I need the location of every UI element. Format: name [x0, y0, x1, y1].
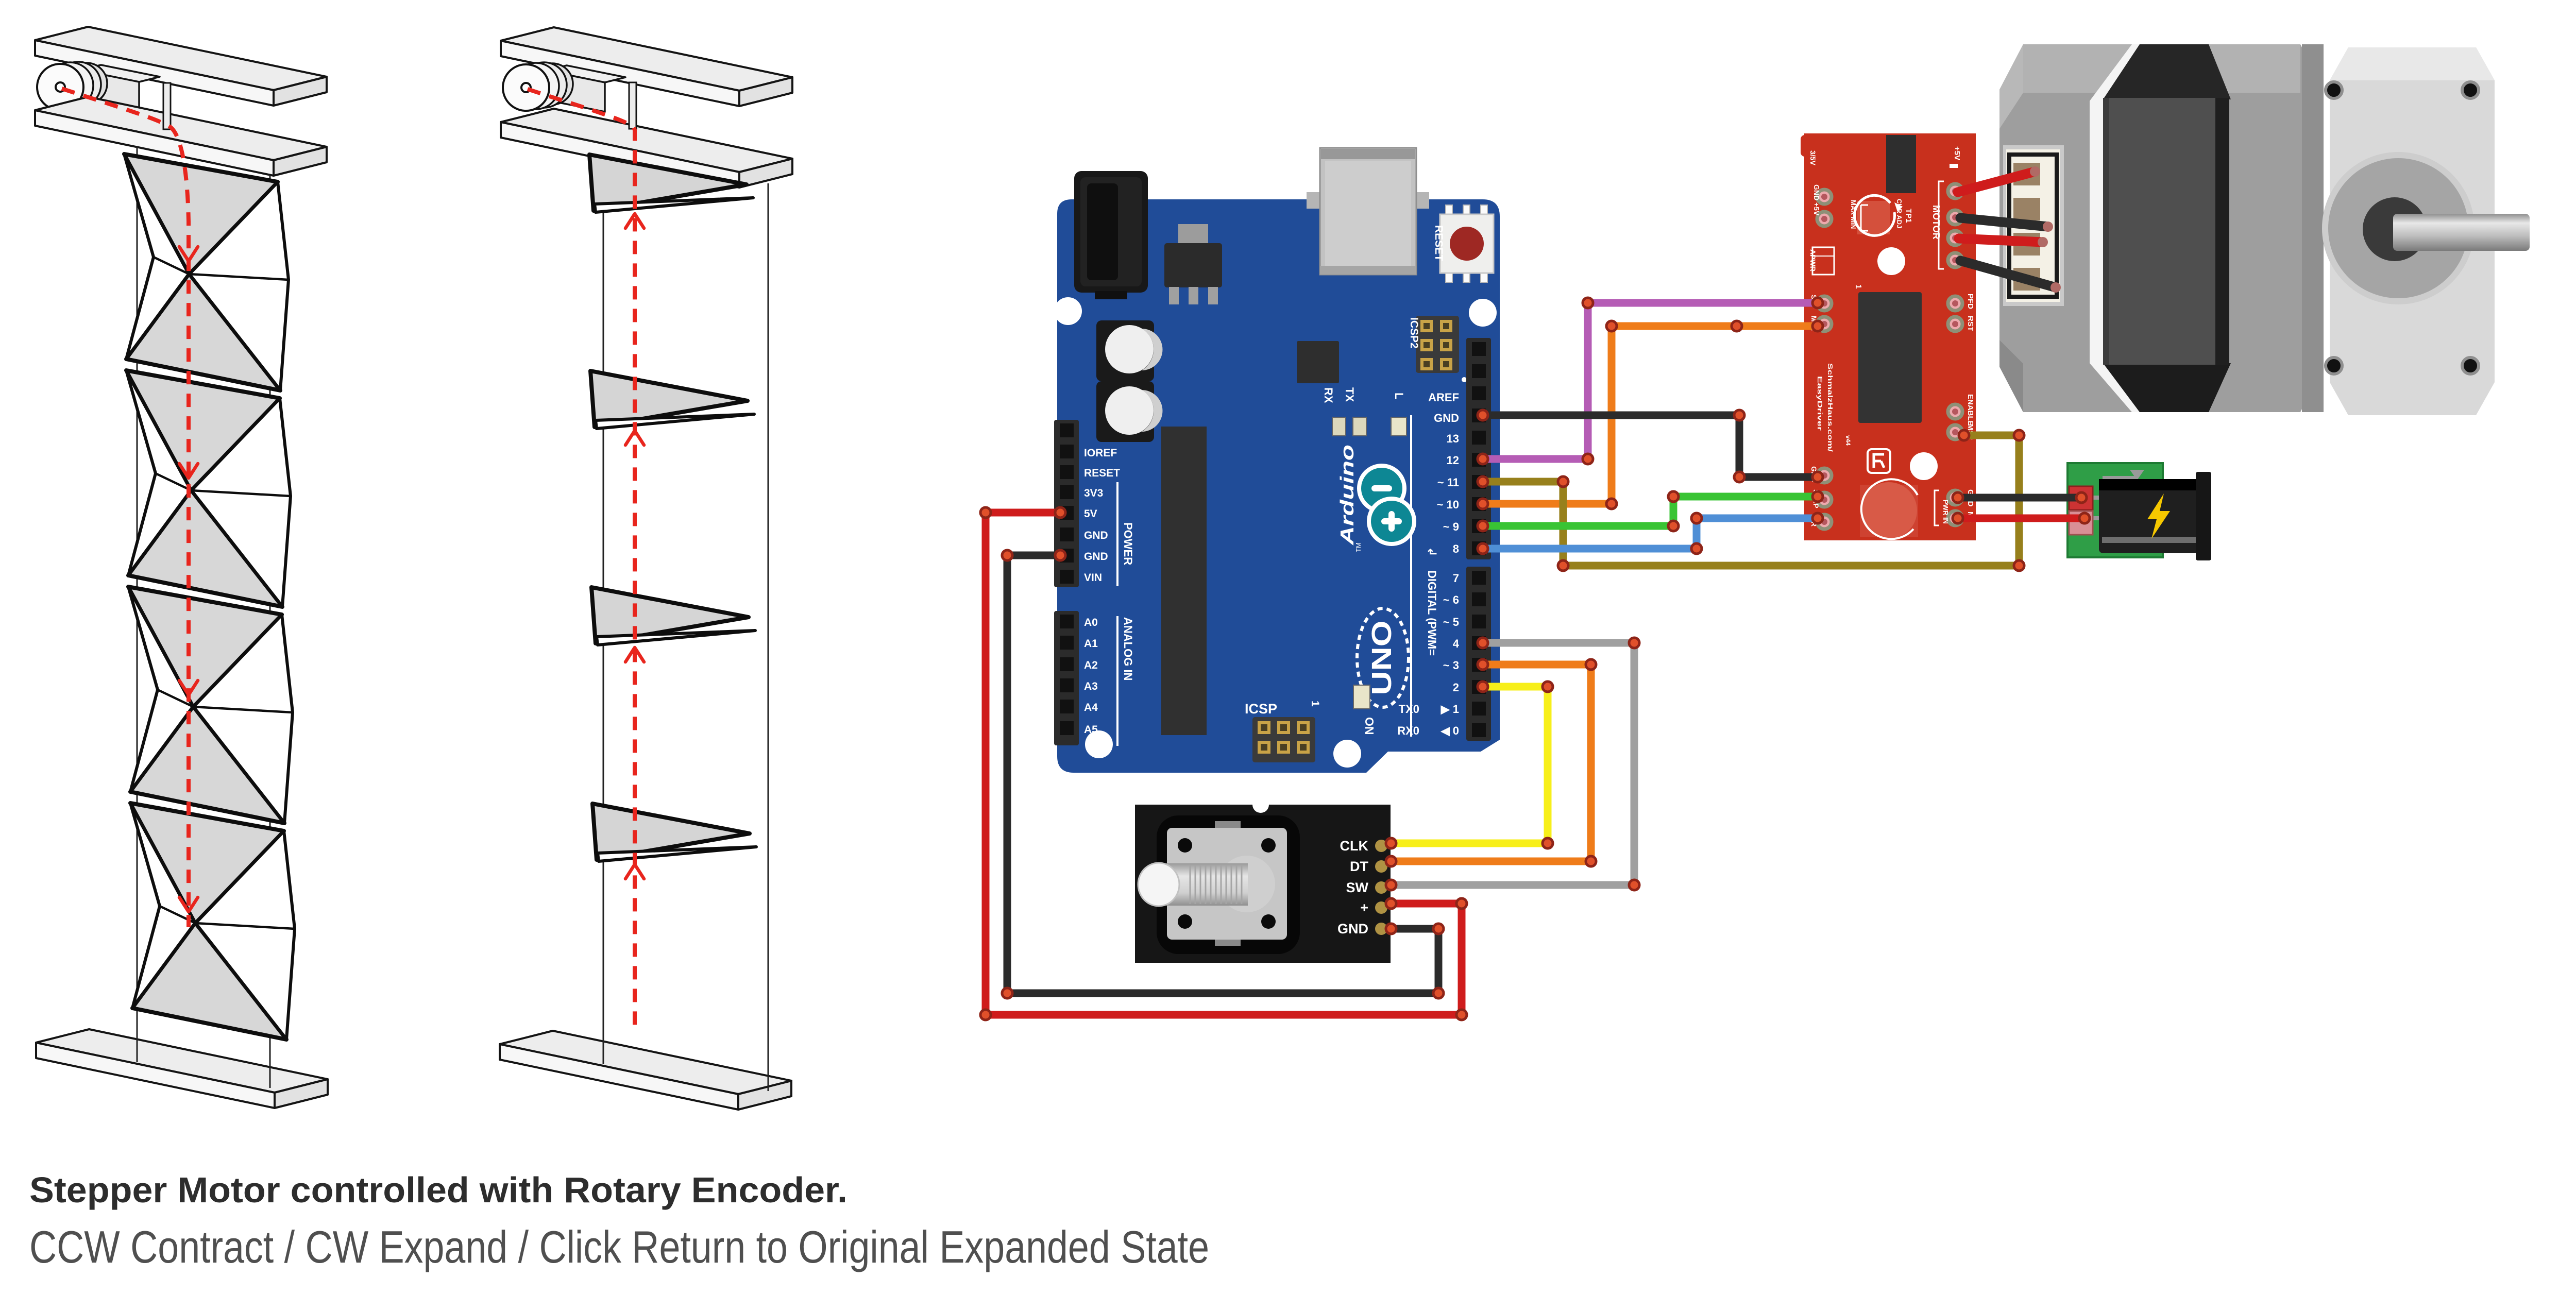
svg-text:2: 2: [1453, 681, 1459, 694]
svg-text:PFD: PFD: [1966, 294, 1975, 309]
svg-text:SW: SW: [1346, 880, 1369, 895]
svg-text:~ 9: ~ 9: [1443, 520, 1459, 533]
svg-text:ICSP2: ICSP2: [1408, 317, 1420, 349]
svg-text:+5V: +5V: [1953, 146, 1961, 160]
svg-text:▶ 1: ▶ 1: [1440, 703, 1459, 716]
svg-text:~ 11: ~ 11: [1437, 476, 1459, 489]
svg-text:A0: A0: [1084, 617, 1098, 628]
svg-text:+: +: [1360, 900, 1368, 915]
svg-text:DIGITAL (PWM=: DIGITAL (PWM=: [1426, 570, 1438, 656]
svg-text:A3: A3: [1084, 680, 1098, 692]
svg-text:RX0: RX0: [1397, 724, 1419, 737]
svg-text:TP1: TP1: [1904, 209, 1913, 223]
svg-text:GND: GND: [1084, 551, 1108, 563]
svg-text:EasyDriver: EasyDriver: [1816, 376, 1824, 431]
svg-text:IOREF: IOREF: [1084, 447, 1117, 459]
svg-text:◀ 0: ◀ 0: [1440, 724, 1459, 737]
svg-text:ANALOG IN: ANALOG IN: [1122, 617, 1134, 680]
svg-text:GND: GND: [1084, 530, 1108, 541]
svg-text:MOTOR: MOTOR: [1931, 205, 1941, 240]
svg-text:GND: GND: [1337, 921, 1368, 937]
svg-text:3/5V: 3/5V: [1809, 150, 1817, 165]
svg-text:ICSP: ICSP: [1245, 701, 1277, 717]
svg-text:7: 7: [1453, 572, 1459, 585]
svg-text:v44: v44: [1844, 435, 1852, 446]
svg-text:4: 4: [1453, 637, 1460, 650]
svg-text:GND +5V: GND +5V: [1812, 184, 1821, 216]
svg-text:CUR ADJ: CUR ADJ: [1895, 199, 1903, 228]
svg-text:1: 1: [1309, 701, 1321, 707]
svg-text:~ 6: ~ 6: [1443, 593, 1459, 606]
svg-text:1: 1: [1854, 284, 1862, 289]
svg-text:A5: A5: [1084, 724, 1098, 736]
svg-text:TM: TM: [1354, 542, 1362, 552]
svg-text:TX0: TX0: [1399, 703, 1419, 716]
svg-text:UNO: UNO: [1366, 621, 1397, 695]
svg-text:~ 3: ~ 3: [1443, 659, 1459, 672]
svg-text:~ 5: ~ 5: [1443, 616, 1459, 628]
svg-text:12: 12: [1447, 454, 1459, 467]
svg-text:MAX MIN: MAX MIN: [1850, 200, 1857, 229]
svg-text:DT: DT: [1350, 859, 1368, 874]
svg-text:8: 8: [1453, 542, 1459, 555]
svg-text:L: L: [1393, 393, 1405, 399]
svg-text:RST: RST: [1966, 316, 1975, 331]
svg-text:APWR: APWR: [1809, 249, 1817, 271]
svg-text:PWR IN: PWR IN: [1942, 500, 1950, 524]
svg-text:CCW Contract / CW Expand / Cli: CCW Contract / CW Expand / Click Return …: [29, 1221, 1209, 1272]
svg-text:3V3: 3V3: [1084, 487, 1103, 499]
svg-text:VIN: VIN: [1084, 572, 1102, 584]
svg-text:ON: ON: [1363, 717, 1376, 735]
svg-text:TX: TX: [1343, 387, 1356, 402]
svg-text:RX: RX: [1322, 387, 1335, 403]
svg-text:RESET: RESET: [1084, 467, 1120, 479]
svg-text:RESET: RESET: [1433, 225, 1445, 261]
svg-text:~ 10: ~ 10: [1437, 498, 1459, 511]
svg-text:5V: 5V: [1084, 508, 1097, 520]
svg-text:↲: ↲: [1426, 547, 1438, 556]
svg-text:A1: A1: [1084, 638, 1098, 650]
svg-text:SchmalzHaus.com/: SchmalzHaus.com/: [1826, 363, 1834, 452]
svg-text:A2: A2: [1084, 659, 1098, 671]
svg-text:AREF: AREF: [1428, 391, 1459, 404]
svg-text:Stepper Motor controlled with: Stepper Motor controlled with Rotary Enc…: [29, 1170, 848, 1210]
svg-text:POWER: POWER: [1122, 522, 1134, 565]
svg-text:13: 13: [1447, 432, 1459, 445]
svg-text:Arduino: Arduino: [1336, 445, 1358, 546]
svg-text:A4: A4: [1084, 702, 1098, 713]
svg-text:CLK: CLK: [1340, 838, 1369, 854]
svg-text:ENABLE: ENABLE: [1966, 394, 1975, 426]
svg-text:GND: GND: [1434, 412, 1459, 424]
